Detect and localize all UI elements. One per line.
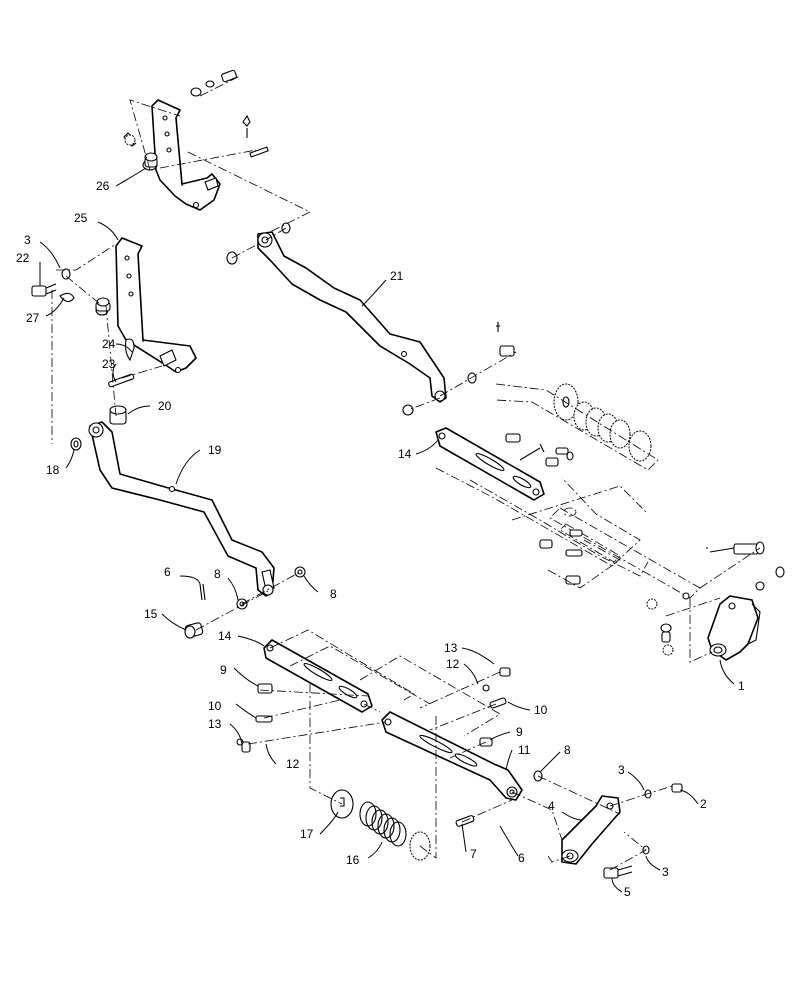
spring-pack-upper (553, 383, 652, 462)
callout-8-right: 8 (330, 587, 337, 601)
hardware-part-9-10-12-13-right (455, 667, 511, 827)
callout-18: 18 (46, 463, 60, 477)
callout-14-lower: 14 (218, 629, 232, 643)
callout-16: 16 (346, 853, 360, 867)
callout-10-right: 10 (534, 703, 548, 717)
callout-23: 23 (102, 357, 116, 371)
callout-6-upper: 6 (164, 565, 171, 579)
hardware-part-9-10-12-13-left (236, 683, 273, 753)
callout-24: 24 (102, 337, 116, 351)
callout-13-right: 13 (444, 641, 458, 655)
callout-19: 19 (208, 443, 222, 457)
washer-part-18 (70, 437, 82, 451)
callout-26: 26 (96, 179, 110, 193)
lever-part-21 (226, 222, 447, 403)
cotter-part-6-upper (199, 583, 206, 601)
pivot-bracket-part-1 (660, 566, 785, 661)
callout-13-left: 13 (208, 717, 222, 731)
ghost-assembly-right (539, 507, 765, 610)
callout-14-upper: 14 (398, 447, 412, 461)
callout-10-left: 10 (208, 699, 222, 713)
washer-part-8-right (294, 566, 306, 578)
callout-20: 20 (158, 399, 172, 413)
callout-25: 25 (74, 211, 88, 225)
link-bar-part-14-upper (435, 427, 574, 501)
callout-9-left: 9 (220, 663, 227, 677)
callout-4: 4 (548, 799, 555, 813)
bracket-part-25 (95, 237, 197, 374)
spring-part-16 (359, 801, 431, 861)
callout-labels: 26 25 3 22 27 24 23 20 18 19 21 14 6 8 8… (16, 179, 745, 899)
callout-3-lower: 3 (662, 865, 669, 879)
callout-9-right: 9 (516, 725, 523, 739)
callout-5: 5 (624, 885, 631, 899)
callout-12-left: 12 (286, 757, 300, 771)
callout-7: 7 (470, 847, 477, 861)
assembly-center-lines (51, 75, 761, 871)
callout-22: 22 (16, 251, 30, 265)
hardware-part-21 (402, 322, 515, 416)
callout-8-lower: 8 (564, 743, 571, 757)
bracket-part-26 (142, 99, 221, 211)
callout-2: 2 (700, 797, 707, 811)
callout-6-lower: 6 (518, 851, 525, 865)
callout-12-right: 12 (446, 657, 460, 671)
lever-part-19 (88, 421, 275, 597)
callout-3: 3 (24, 233, 31, 247)
pin-part-15 (184, 622, 204, 639)
link-bar-part-14-lower (263, 639, 373, 713)
bushing-part-20 (109, 405, 127, 425)
hardware-part-26 (123, 69, 269, 158)
callout-17: 17 (300, 827, 314, 841)
callout-15: 15 (144, 607, 158, 621)
callout-27: 27 (26, 311, 40, 325)
callout-3-upper: 3 (618, 763, 625, 777)
leader-lines (39, 167, 735, 893)
lever-bracket-part-4 (561, 783, 683, 879)
callout-11: 11 (518, 743, 531, 757)
callout-21: 21 (390, 269, 404, 283)
callout-1: 1 (738, 679, 745, 693)
callout-8-left: 8 (214, 567, 221, 581)
